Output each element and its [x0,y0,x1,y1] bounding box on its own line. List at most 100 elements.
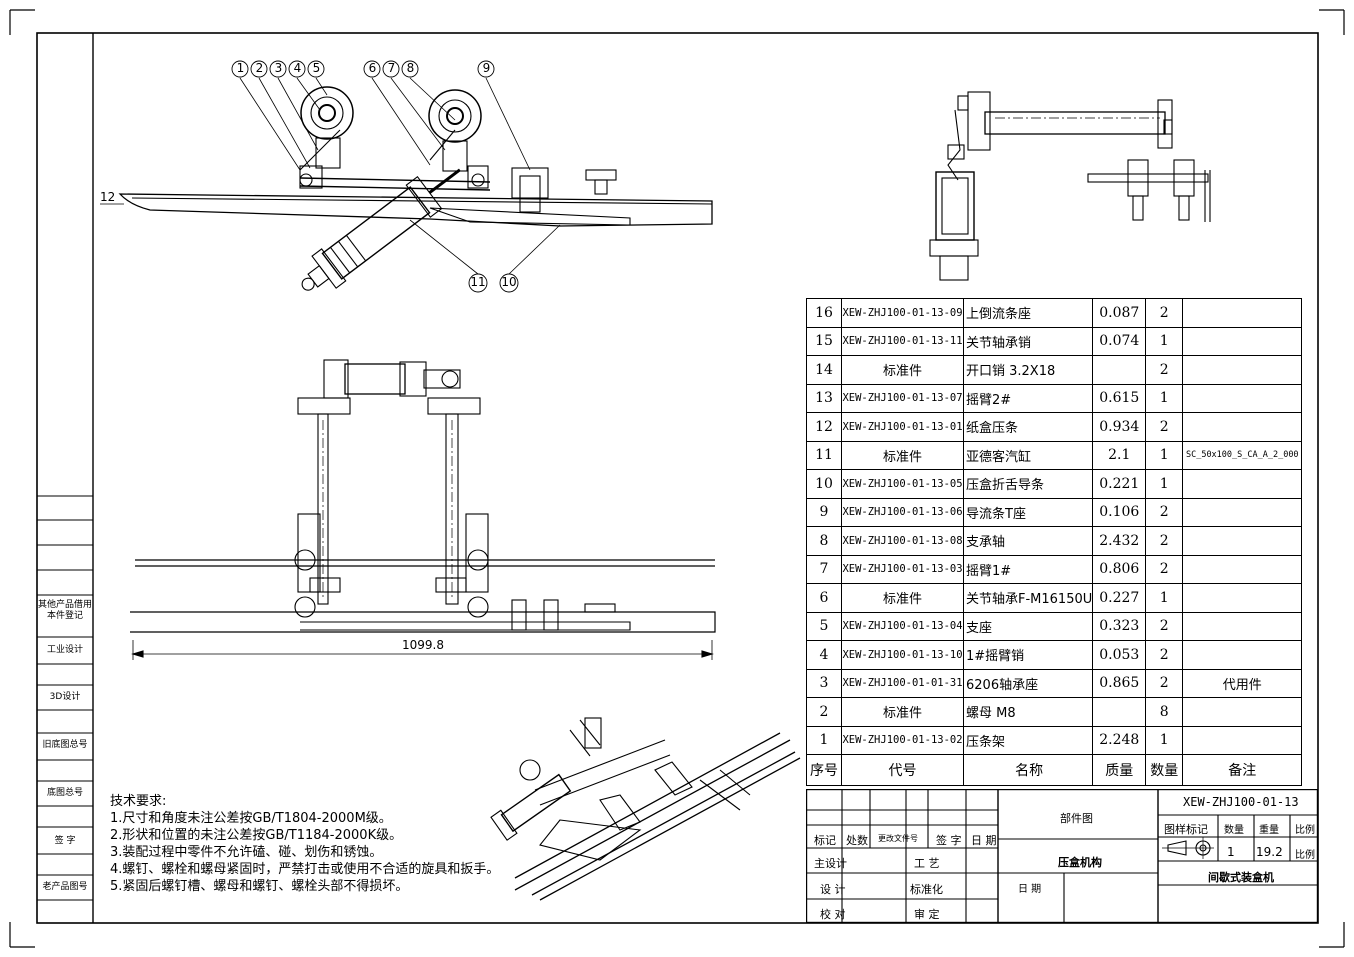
bom-no: 8 [806,526,842,556]
bom-code: XEW-ZHJ100-01-13-11 [841,326,964,356]
balloon-9: 9 [482,61,491,75]
bom-remark [1182,526,1303,556]
balloon-10: 10 [501,275,517,289]
bom-name: 关节轴承销 [962,326,1094,356]
qty-value: 1 [1227,845,1235,859]
bom-remark [1182,383,1303,413]
bom-code: XEW-ZHJ100-01-13-01 [841,412,964,442]
bom-name: 导流条T座 [962,497,1094,527]
bom-header-qty: 数量 [1145,754,1184,786]
bom-remark: 代用件 [1182,668,1303,698]
bom-qty: 2 [1145,497,1184,527]
isometric-view [490,717,801,901]
balloon-2: 2 [255,61,264,75]
balloon-8: 8 [406,61,415,75]
bom-name: 亚德客汽缸 [962,440,1094,470]
technical-requirements: 技术要求: 1.尺寸和角度未注公差按GB/T1804-2000M级。 2.形状和… [110,793,499,895]
bom-no: 11 [806,440,842,470]
date-label: 日 期 [971,834,997,847]
left-panel-sign: 签 字 [54,836,76,846]
bom-code: 标准件 [841,697,964,727]
bom-code: XEW-ZHJ100-01-13-07 [841,383,964,413]
bom-mass [1092,355,1147,385]
top-view [130,359,716,660]
bom-name: 1#摇臂销 [962,640,1094,670]
bom-qty: 1 [1145,725,1184,755]
sample-mark-label: 图样标记 [1164,823,1208,836]
bom-code: XEW-ZHJ100-01-13-04 [841,611,964,641]
bom-mass: 2.248 [1092,725,1147,755]
bom-mass: 0.087 [1092,298,1147,328]
bom-no: 3 [806,668,842,698]
designer-label: 主设计 [814,857,847,870]
bom-header-no: 序号 [806,754,842,786]
left-panel-base-no: 底图总号 [46,788,83,798]
bom-remark [1182,611,1303,641]
left-panel-borrow: 其他产品借用本件登记 [37,600,92,621]
bom-code: 标准件 [841,440,964,470]
zone-label: 处数 [846,834,868,847]
scale-value: 比例 [1295,850,1315,861]
bom-qty: 2 [1145,611,1184,641]
bom-code: XEW-ZHJ100-01-13-10 [841,640,964,670]
bom-code: XEW-ZHJ100-01-13-03 [841,554,964,584]
bom-no: 9 [806,497,842,527]
change-doc-label: 更改文件号 [878,834,918,843]
bom-code: 标准件 [841,583,964,613]
bom-qty: 2 [1145,355,1184,385]
bom-qty: 8 [1145,697,1184,727]
bom-remark [1182,412,1303,442]
bom-remark: SC_50x100_S_CA_A_2_000 [1182,440,1303,470]
bom-no: 5 [806,611,842,641]
notes-line-3: 3.装配过程中零件不允许磕、碰、划伤和锈蚀。 [110,845,383,860]
bom-mass: 0.806 [1092,554,1147,584]
bom-name: 开口销 3.2X18 [962,355,1094,385]
bom-remark [1182,725,1303,755]
balloon-6: 6 [368,61,377,75]
bom-mass [1092,697,1147,727]
bom-name: 摇臂1# [962,554,1094,584]
bom-name: 支承轴 [962,526,1094,556]
bom-remark [1182,355,1303,385]
bom-qty: 1 [1145,326,1184,356]
bom-name: 压盒折舌导条 [962,469,1094,499]
bom-remark [1182,640,1303,670]
bom-no: 2 [806,697,842,727]
bom-no: 12 [806,412,842,442]
bom-qty: 2 [1145,412,1184,442]
notes-title: 技术要求: [110,794,167,809]
bom-code: XEW-ZHJ100-01-13-09 [841,298,964,328]
bom-header-mass: 质量 [1092,754,1147,786]
weight-label: 重量 [1259,825,1279,836]
weight-value: 19.2 [1256,845,1283,859]
bom-code: XEW-ZHJ100-01-01-31 [841,668,964,698]
bom-name: 螺母 M8 [962,697,1094,727]
left-panel-3d-design: 3D设计 [49,692,81,702]
bom-name: 支座 [962,611,1094,641]
balloon-11: 11 [470,275,486,289]
bom-code: XEW-ZHJ100-01-13-05 [841,469,964,499]
title-block-grid [806,789,1318,923]
balloon-1: 1 [236,61,245,75]
bom-header-name: 名称 [962,754,1094,786]
bom-header-row: 序号 代号 名称 质量 数量 备注 [806,754,1303,786]
bom-no: 7 [806,554,842,584]
bom-mass: 0.053 [1092,640,1147,670]
bom-qty: 1 [1145,383,1184,413]
bom-no: 1 [806,725,842,755]
part-name: 压盒机构 [1058,856,1102,869]
date2-label: 日 期 [1018,884,1042,895]
bom-no: 4 [806,640,842,670]
front-view [100,60,713,293]
sheet-frame [36,32,1319,924]
